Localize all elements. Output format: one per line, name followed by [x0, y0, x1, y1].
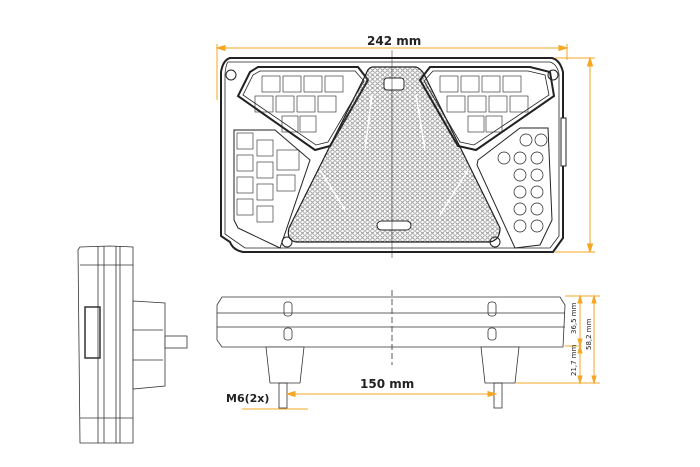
total-depth-label: 58,2 mm — [585, 318, 593, 350]
stud-length-label: 21,7 mm — [570, 344, 578, 376]
dimension-lines — [215, 44, 600, 410]
round-led-icon — [497, 133, 548, 233]
bottom-view — [216, 290, 566, 409]
mount-spacing-label: 150 mm — [360, 377, 415, 391]
side-view — [77, 245, 188, 444]
body-depth-label: 36,5 mm — [570, 302, 578, 334]
thread-label: M6(2x) — [226, 392, 270, 405]
width-dimension-label: 242 mm — [367, 34, 422, 48]
front-view — [220, 50, 567, 258]
